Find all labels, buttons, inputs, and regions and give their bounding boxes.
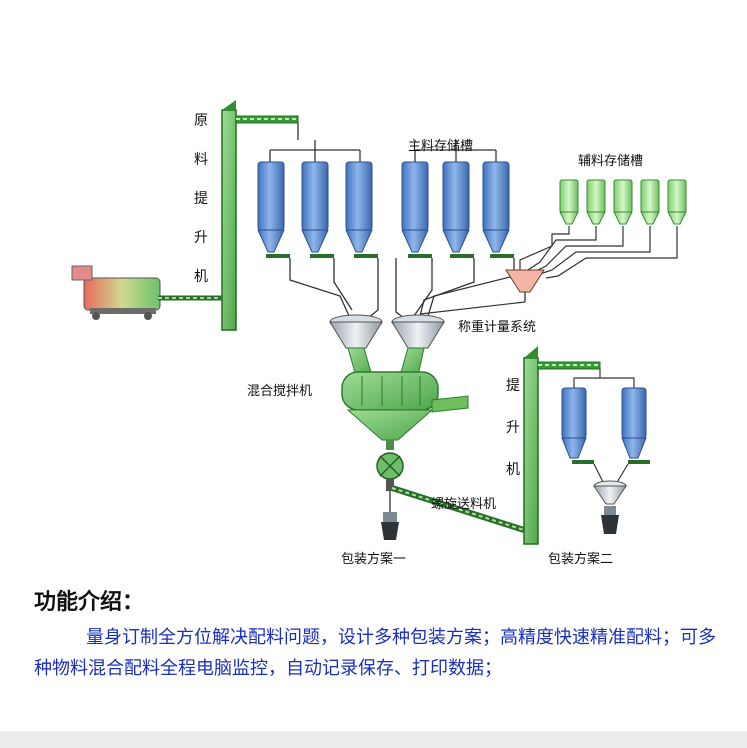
weighing-label: 称重计量系统	[458, 319, 536, 335]
main-silo	[345, 161, 373, 253]
intro-title: 功能介绍：	[34, 590, 145, 615]
packer-two	[593, 480, 627, 534]
raw-elevator-label: 原 料 提 升 机	[194, 113, 208, 285]
pack-silo	[561, 387, 587, 459]
second-elevator	[523, 346, 601, 545]
aux-silo	[667, 179, 687, 225]
packing-two-silos	[561, 387, 647, 459]
raw-elevator-char: 机	[194, 269, 208, 285]
elevator-char: 机	[506, 462, 520, 478]
main-distribution-piping	[269, 123, 361, 162]
weighing-hopper-right	[391, 314, 445, 349]
screw-conveyor	[391, 485, 525, 533]
main-distribution-piping-right	[414, 140, 497, 162]
mixer	[341, 347, 469, 450]
pack-silo	[621, 387, 647, 459]
main-silo	[301, 161, 329, 253]
packing-two-pipes	[593, 463, 629, 485]
aux-weighing-hopper	[419, 269, 545, 315]
main-storage-silos	[257, 161, 510, 253]
aux-feed-pipes	[519, 226, 678, 279]
main-tanks-label: 主料存储槽	[408, 139, 473, 154]
main-silo	[482, 161, 510, 253]
raw-elevator-char: 提	[194, 191, 208, 207]
bottom-bar	[0, 731, 747, 748]
main-silo	[401, 161, 429, 253]
weighing-hopper-left	[329, 314, 383, 349]
intro-body: 量身订制全方位解决配料问题，设计多种包装方案；高精度快速精准配料；可多种物料混合…	[34, 627, 716, 679]
main-silo	[442, 161, 470, 253]
packing-two-piping	[573, 369, 635, 388]
elevator-char: 升	[506, 420, 520, 436]
packer-one	[381, 491, 399, 540]
main-silo	[257, 161, 285, 253]
raw-elevator-char: 升	[194, 230, 208, 246]
aux-silo	[613, 179, 633, 225]
aux-silo	[640, 179, 660, 225]
weighing-hoppers	[329, 314, 445, 349]
screw-label: 螺旋送料机	[431, 497, 496, 512]
aux-silo	[559, 179, 579, 225]
main-feed-pipes	[289, 258, 515, 319]
raw-elevator-char: 料	[194, 152, 208, 168]
raw-material-feeder	[71, 265, 161, 320]
aux-storage-silos	[559, 179, 687, 225]
process-flow-diagram: 原 料 提 升 机	[71, 100, 687, 567]
raw-elevator-char: 原	[194, 113, 208, 129]
elevator-char: 提	[506, 378, 520, 394]
second-elevator-label: 提 升 机	[506, 378, 520, 478]
function-intro: 功能介绍： 量身订制全方位解决配料问题，设计多种包装方案；高精度快速精准配料；可…	[34, 584, 724, 684]
aux-silo	[586, 179, 606, 225]
raw-material-elevator	[221, 100, 299, 331]
mixer-label: 混合搅拌机	[247, 383, 312, 399]
pack1-label: 包装方案一	[341, 551, 406, 567]
pack2-label: 包装方案二	[548, 551, 613, 567]
aux-tanks-label: 辅料存储槽	[578, 154, 643, 169]
rotary-valve	[376, 452, 404, 491]
